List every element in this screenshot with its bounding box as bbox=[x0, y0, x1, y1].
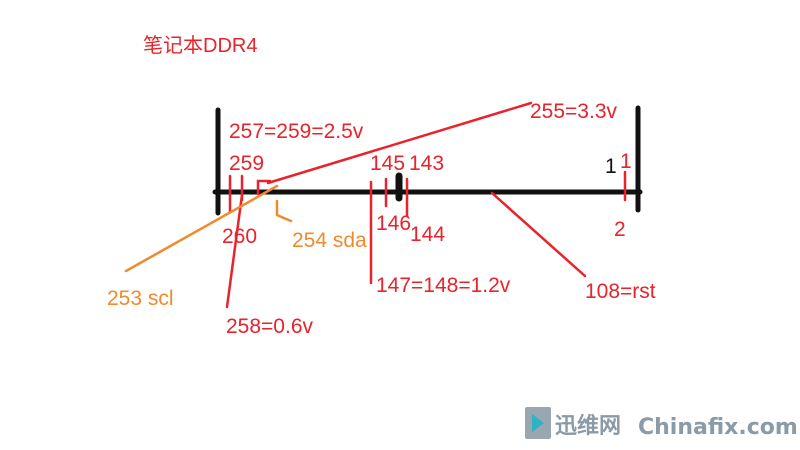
watermark: 迅维网 Chinafix.com bbox=[525, 407, 798, 440]
label-143: 143 bbox=[409, 152, 444, 175]
pin-254-leader bbox=[275, 199, 293, 223]
pin-253-leader bbox=[124, 184, 279, 273]
label-255: 255=3.3v bbox=[530, 100, 617, 123]
watermark-brand-cn: 迅维网 bbox=[555, 413, 621, 439]
label-147-148: 147=148=1.2v bbox=[376, 274, 511, 297]
orange-leader-lines bbox=[124, 184, 293, 273]
label-2: 2 bbox=[614, 218, 626, 241]
watermark-brand-en: Chinafix.com bbox=[638, 415, 798, 440]
label-254-sda: 254 sda bbox=[292, 229, 367, 252]
pin-258-leader bbox=[225, 193, 244, 309]
label-145: 145 bbox=[370, 152, 405, 175]
label-253-scl: 253 scl bbox=[107, 287, 174, 310]
label-257-259: 257=259=2.5v bbox=[229, 120, 364, 143]
red-leader-lines bbox=[225, 101, 627, 309]
label-1-red: 1 bbox=[620, 150, 632, 173]
label-259: 259 bbox=[229, 152, 264, 175]
pin-255-leader bbox=[266, 101, 533, 185]
watermark-arrow-icon bbox=[532, 414, 544, 432]
pin-108-leader bbox=[490, 191, 587, 278]
pin-259-bracket bbox=[256, 179, 272, 196]
diagram-title: 笔记本DDR4 bbox=[143, 34, 257, 57]
label-260: 260 bbox=[222, 225, 257, 248]
label-108-rst: 108=rst bbox=[585, 280, 656, 303]
connector-outline bbox=[212, 105, 643, 216]
label-146: 146 bbox=[376, 212, 411, 235]
label-1-black: 1 bbox=[605, 155, 617, 178]
label-258: 258=0.6v bbox=[226, 315, 313, 338]
label-144: 144 bbox=[410, 223, 445, 246]
